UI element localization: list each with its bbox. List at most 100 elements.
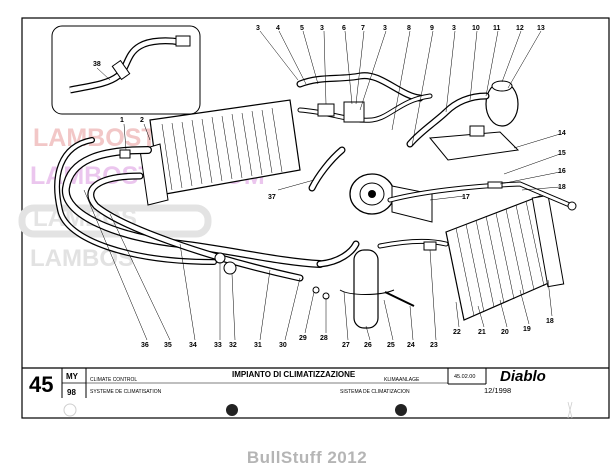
callout-19: 19 <box>523 326 531 333</box>
callout-9: 9 <box>430 25 434 32</box>
title-spanish: SISTEMA DE CLIMATIZACION <box>340 389 410 395</box>
hose-main-loop-fill <box>63 147 323 267</box>
inset-fitting <box>111 59 131 81</box>
reservoir-12 <box>485 80 519 127</box>
callout-33: 33 <box>214 342 222 349</box>
hose-to-drier-fill <box>317 241 359 267</box>
callout-5: 5 <box>300 25 304 32</box>
callout-labels: 3 4 5 3 6 7 3 8 9 3 10 11 12 13 38 1 2 1… <box>93 25 566 349</box>
callout-23: 23 <box>430 342 438 349</box>
callout-18b: 18 <box>546 318 554 325</box>
fitting-valve-6 <box>317 103 335 117</box>
inset-end-fitting <box>175 35 191 47</box>
title-italian: IMPIANTO DI CLIMATIZZAZIONE <box>232 370 356 379</box>
expansion-tank <box>429 125 520 161</box>
condenser-fan-shroud <box>531 194 565 288</box>
binder-holes <box>63 401 573 419</box>
callout-8: 8 <box>407 25 411 32</box>
callout-24: 24 <box>407 342 415 349</box>
evaporator-unit <box>139 99 301 206</box>
callout-3b: 3 <box>320 25 324 32</box>
callout-30: 30 <box>279 342 287 349</box>
inset-hose-fill <box>69 38 181 93</box>
callout-26: 26 <box>364 342 372 349</box>
callout-18a: 18 <box>558 184 566 191</box>
compressor-hub <box>368 190 376 198</box>
title-german: KLIMAANLAGE <box>384 377 420 383</box>
hose-lines <box>54 72 575 282</box>
hose-inner-loop-fill <box>88 173 303 281</box>
hose-drier-condenser-fill <box>378 239 448 248</box>
callout-37: 37 <box>268 194 276 201</box>
callout-10: 10 <box>472 25 480 32</box>
fitting-1 <box>119 149 131 159</box>
clamp-34 <box>214 252 226 264</box>
callout-20: 20 <box>501 329 509 336</box>
callout-27: 27 <box>342 342 350 349</box>
inset-frame <box>51 25 201 115</box>
title-french: SYSTEME DE CLIMATISATION <box>90 389 162 395</box>
callout-38: 38 <box>93 61 101 68</box>
inset-detail-38 <box>51 25 201 115</box>
model-year-label: MY <box>66 372 79 381</box>
bolt-16 <box>487 181 503 189</box>
condenser-fins <box>455 200 545 317</box>
drier-bolt <box>384 291 415 307</box>
table-code: 45.02.00 <box>454 374 475 380</box>
callout-35: 35 <box>164 342 172 349</box>
fitting-valve-7 <box>343 101 365 123</box>
condenser <box>445 194 565 321</box>
callout-32: 32 <box>229 342 237 349</box>
washer-30 <box>312 286 320 294</box>
callout-3a: 3 <box>256 25 260 32</box>
hose-upper-fill <box>297 73 423 101</box>
callout-15: 15 <box>558 150 566 157</box>
callout-7: 7 <box>361 25 365 32</box>
receiver-drier <box>339 249 415 329</box>
hose-to-condenser-fill <box>388 182 574 208</box>
hose-37-fill <box>309 147 345 191</box>
binder-hole-faint-left <box>63 403 77 417</box>
binder-hole-right <box>395 404 407 416</box>
title-english: CLIMATE CONTROL <box>90 377 137 383</box>
callout-12: 12 <box>516 25 524 32</box>
callout-3d: 3 <box>452 25 456 32</box>
leader-lines <box>83 30 561 341</box>
model-year-value: 98 <box>67 388 76 397</box>
hose-outer-loop-fill <box>55 138 216 264</box>
callout-36: 36 <box>141 342 149 349</box>
evaporator-end-plate <box>139 143 169 206</box>
callout-11: 11 <box>493 25 501 32</box>
callout-34: 34 <box>189 342 197 349</box>
drier-clamp <box>339 289 395 295</box>
callout-2: 2 <box>140 117 144 124</box>
title-block: 45 MY 98 IMPIANTO DI CLIMATIZZAZIONE CLI… <box>22 367 609 398</box>
callout-31: 31 <box>254 342 262 349</box>
binder-hole-left <box>226 404 238 416</box>
fitting-24 <box>423 241 437 251</box>
reservoir-top <box>491 80 513 92</box>
fittings <box>119 101 577 300</box>
section-number: 45 <box>29 372 53 397</box>
footer-credit: BullStuff 2012 <box>246 448 368 467</box>
callout-25: 25 <box>387 342 395 349</box>
callout-17: 17 <box>462 194 470 201</box>
callout-4: 4 <box>276 25 280 32</box>
bolt-18 <box>567 201 577 211</box>
callout-1: 1 <box>120 117 124 124</box>
callout-22: 22 <box>453 329 461 336</box>
brand-logo: Diablo <box>500 368 546 385</box>
scan-mark <box>567 401 573 419</box>
callout-14: 14 <box>558 130 566 137</box>
tank-cap <box>469 125 485 137</box>
evaporator-fins <box>161 107 283 191</box>
callout-6: 6 <box>342 25 346 32</box>
issue-date: 12/1998 <box>484 386 511 395</box>
clamp-33 <box>223 261 237 275</box>
callout-16: 16 <box>558 168 566 175</box>
callout-29: 29 <box>299 335 307 342</box>
callout-28: 28 <box>320 335 328 342</box>
callout-21: 21 <box>478 329 486 336</box>
